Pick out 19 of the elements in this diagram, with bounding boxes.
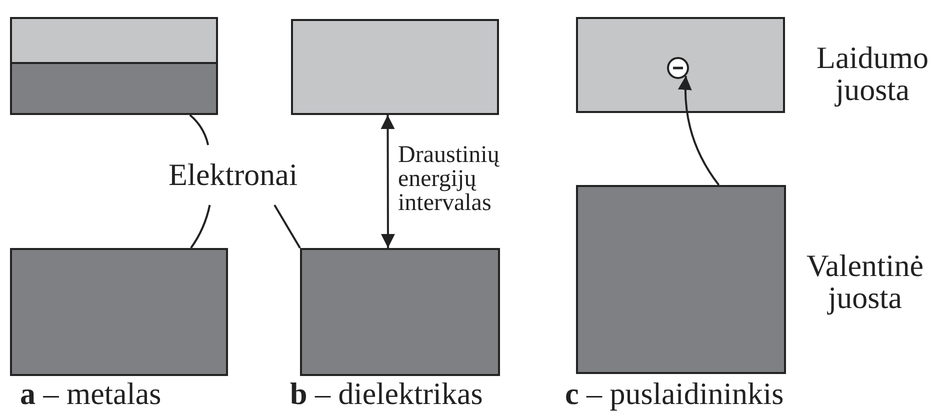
panel-caption: c – puslaidininkis: [565, 378, 785, 410]
leader-line: [189, 114, 210, 146]
arrow: [678, 76, 720, 186]
filled-band: [10, 248, 228, 376]
conduction-band: [576, 17, 785, 113]
panel-caption: b – dielektrikas: [290, 378, 484, 410]
electrons-label: Elektronai: [150, 145, 316, 205]
double-arrow: [380, 115, 395, 248]
band-label: Laidumo juosta: [816, 42, 930, 106]
electron-circle: [667, 57, 689, 79]
band-label: Valentinė juosta: [805, 250, 925, 314]
leader-line: [190, 204, 211, 249]
valence-band: [576, 185, 786, 374]
conduction-band: [291, 19, 499, 115]
filled-band-part: [10, 62, 218, 115]
panel-caption: a – metalas: [20, 378, 162, 410]
leader-line: [274, 204, 301, 248]
valence-band: [300, 248, 500, 376]
metal-band: [10, 17, 218, 113]
